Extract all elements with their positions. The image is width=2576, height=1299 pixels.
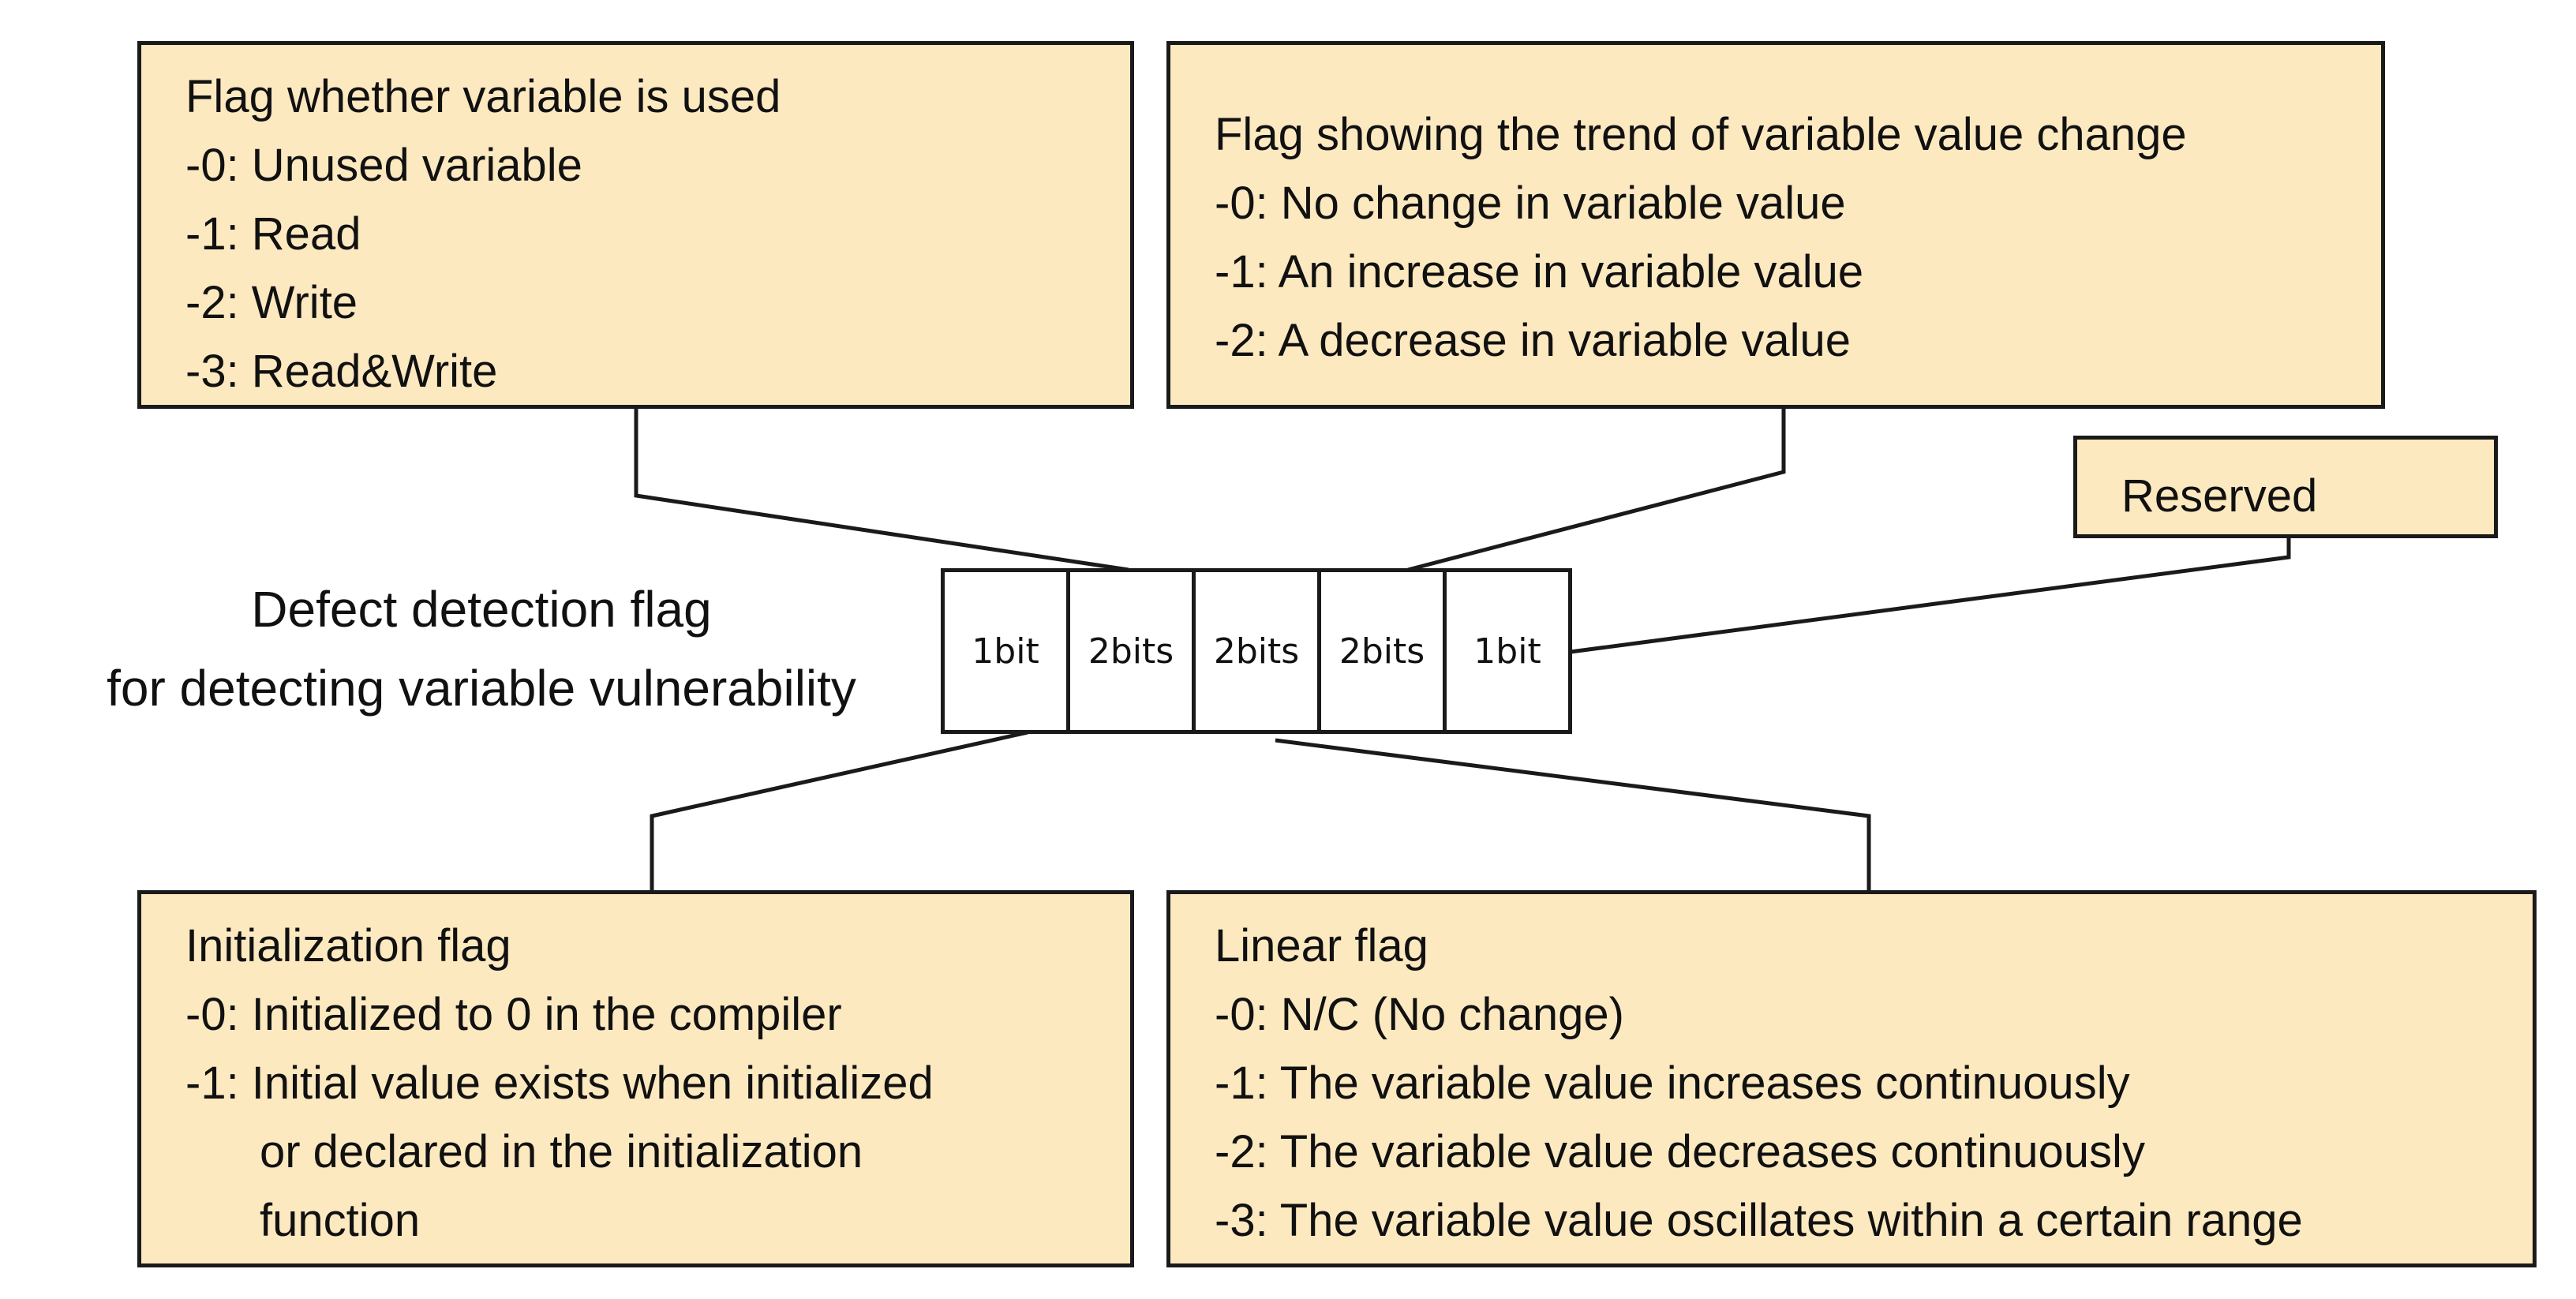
bit-field-usage: 2bits	[1070, 572, 1196, 730]
init-flag-item: -1: Initial value exists when initialize…	[185, 1058, 934, 1109]
connector-init-flag	[650, 730, 1028, 890]
bit-field-trend: 2bits	[1321, 572, 1447, 730]
bit-field-usage-lsb: 1bit	[945, 572, 1070, 730]
linear-flag-item: -0: N/C (No change)	[1215, 989, 1624, 1040]
connector-linear-flag	[1275, 738, 1871, 890]
usage-flag-item: -1: Read	[185, 208, 361, 260]
init-flag-item-continuation: or declared in the initialization	[260, 1126, 863, 1177]
linear-flag-item: -2: The variable value decreases continu…	[1215, 1126, 2145, 1177]
linear-flag-item: -3: The variable value oscillates within…	[1215, 1195, 2303, 1246]
reserved-label: Reserved	[2121, 470, 2318, 522]
usage-flag-box: Flag whether variable is used -0: Unused…	[137, 41, 1134, 409]
trend-flag-box: Flag showing the trend of variable value…	[1166, 41, 2385, 409]
trend-flag-item: -0: No change in variable value	[1215, 178, 1846, 229]
bit-field-linear: 2bits	[1196, 572, 1321, 730]
usage-flag-item: -0: Unused variable	[185, 140, 582, 191]
usage-flag-title: Flag whether variable is used	[185, 71, 781, 122]
trend-flag-item: -2: A decrease in variable value	[1215, 315, 1852, 366]
usage-flag-item: -3: Read&Write	[185, 346, 498, 397]
bit-field-reserved: 1bit	[1473, 631, 1541, 672]
linear-flag-box: Linear flag -0: N/C (No change) -1: The …	[1166, 890, 2537, 1267]
trend-flag-title: Flag showing the trend of variable value…	[1215, 109, 2187, 160]
connector-usage-flag	[634, 409, 1129, 572]
init-flag-item-continuation: function	[260, 1195, 421, 1246]
connector-trend-flag	[1407, 409, 1786, 572]
main-label-line2: for detecting variable vulnerability	[107, 660, 856, 717]
main-label: Defect detection flag for detecting vari…	[16, 570, 947, 728]
trend-flag-item: -1: An increase in variable value	[1215, 246, 1864, 298]
connector-reserved	[1570, 538, 2291, 654]
linear-flag-item: -1: The variable value increases continu…	[1215, 1058, 2130, 1109]
usage-flag-item: -2: Write	[185, 277, 358, 328]
init-flag-item: -0: Initialized to 0 in the compiler	[185, 989, 842, 1040]
bit-register: 1bit 2bits 2bits 2bits 1bit	[941, 568, 1572, 734]
main-label-line1: Defect detection flag	[251, 581, 712, 638]
reserved-box: Reserved	[2073, 436, 2498, 538]
linear-flag-title: Linear flag	[1215, 920, 1428, 971]
init-flag-title: Initialization flag	[185, 920, 511, 971]
initialization-flag-box: Initialization flag -0: Initialized to 0…	[137, 890, 1134, 1267]
